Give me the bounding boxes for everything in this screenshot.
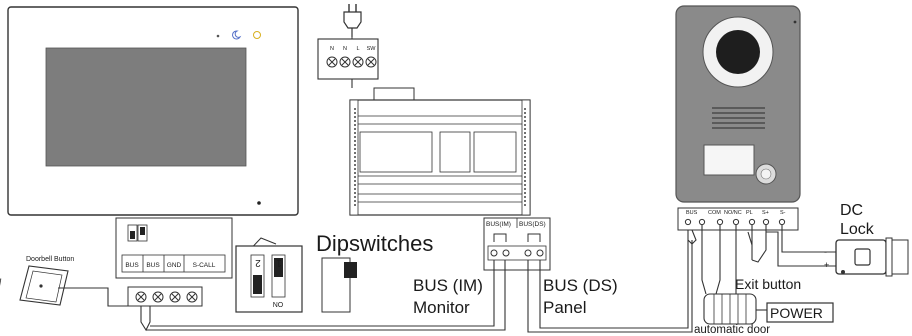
screw-terminal-icon — [127, 286, 203, 307]
dip-label-no: NO — [273, 302, 284, 309]
panel-terminal-pl: PL — [746, 210, 753, 216]
power-terminal-n1: N — [330, 46, 334, 52]
panel-terminal-block — [677, 207, 799, 231]
power-label: POWER — [770, 305, 823, 321]
power-terminal-block — [317, 38, 379, 80]
wiring — [58, 79, 836, 333]
power-terminal-n2: N — [343, 46, 347, 52]
bus-im-label: BUS (IM) — [413, 276, 483, 295]
panel-terminal-s-minus: S- — [780, 210, 786, 216]
doorbell-button-label: Doorbell Button — [26, 256, 74, 263]
controller-terminal-bus-im: BUS(IM) — [486, 221, 511, 228]
camera-lens-icon — [702, 16, 774, 88]
panel-label: Panel — [543, 298, 586, 317]
monitor-label: Monitor — [413, 298, 470, 317]
din-rail-controller — [349, 87, 531, 216]
dip-label-1: 1 — [276, 257, 282, 268]
controller-bus-terminal — [483, 217, 551, 271]
monitor-terminal-s-call: S-CALL — [193, 262, 216, 269]
controller-terminal-bus-ds: BUS(DS) — [519, 221, 546, 228]
bus-ds-label: BUS (DS) — [543, 276, 618, 295]
exit-button-label: Exit button — [735, 276, 801, 292]
dipswitch-photo — [321, 257, 357, 313]
dip-switch-callout — [235, 237, 303, 313]
indoor-monitor — [7, 6, 299, 216]
automatic-door-module — [703, 293, 757, 325]
power-box — [766, 302, 834, 323]
lock-plus-label: + — [824, 260, 829, 270]
lock-icon — [835, 237, 909, 277]
panel-terminal-no-nc: NO/NC — [724, 210, 742, 216]
power-terminal-l: L — [356, 46, 359, 52]
monitor-terminal-bus-2: BUS — [146, 262, 160, 269]
automatic-door-label: automatic door — [694, 324, 770, 336]
monitor-terminal-gnd: GND — [167, 262, 182, 269]
panel-terminal-bus: BUS — [686, 210, 698, 216]
dc-label: DC — [840, 202, 863, 219]
dipswitches-label: Dipswitches — [316, 231, 433, 256]
power-terminal-sw: SW — [367, 46, 377, 52]
lock-label: Lock — [840, 221, 875, 238]
panel-terminal-com: COM — [708, 210, 721, 216]
monitor-terminal-bus-1: BUS — [125, 262, 139, 269]
monitor-terminal-block — [115, 217, 233, 279]
outdoor-panel — [675, 5, 801, 203]
doorbell-icon — [0, 265, 69, 306]
panel-terminal-s-plus: S+ — [762, 210, 769, 216]
dip-label-2: 2 — [255, 257, 261, 268]
